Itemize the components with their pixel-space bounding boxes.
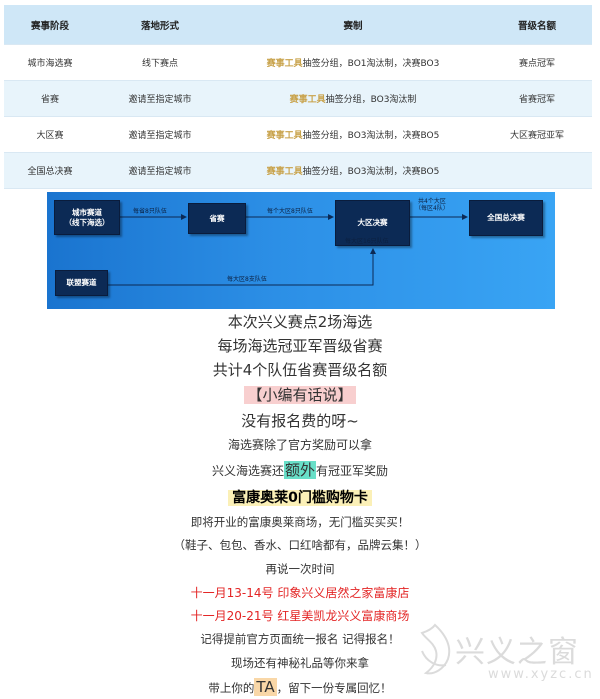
cell-stage: 全国总决赛 [27, 167, 73, 177]
text-line: 每场海选冠亚军晋级省赛 [217, 337, 383, 355]
cell-rule: 赛事工具抽签分组，BO1淘汰制，决赛BO3 [224, 56, 482, 69]
text-line: 没有报名费的呀~ [241, 412, 359, 430]
text-segment: ，留下一份专属回忆！ [276, 681, 392, 695]
watermark: 兴义之窗 www.xyzc.cn [410, 615, 600, 695]
edge-label-city-province: 每省8只队伍 [133, 208, 167, 215]
flow-arrows [108, 214, 468, 286]
schedule-line: 十一月20-21号 红星美凯龙兴义富康商场 [190, 609, 410, 623]
editor-note-heading: 【小编有话说】 [0, 384, 600, 405]
watermark-name: 兴义之窗 [455, 635, 579, 670]
node-league-label: 联盟赛道 [66, 278, 97, 288]
cell-promotion: 大区赛冠亚军 [509, 131, 564, 141]
competition-flow-diagram: 城市赛道 （线下海选） 省赛 大区决赛 全国总决赛 联盟赛道 每省8只队伍 每个… [47, 192, 555, 309]
schedule-line: 十一月13-14号 印象兴义居然之家富康店 [190, 586, 410, 600]
node-national: 全国总决赛 [469, 200, 543, 236]
edge-label-region-national-line1: 共4个大区 [418, 198, 446, 205]
text-line: 记得提前官方页面统一报名 记得报名！ [200, 632, 400, 646]
text-line: （鞋子、包包、香水、口红啥都有，品牌云集！） [173, 538, 427, 552]
editor-note-heading-text: 【小编有话说】 [244, 386, 356, 404]
text-line: 兴义海选赛还额外有冠亚军奖励 [0, 459, 600, 480]
table-row: 省赛 邀请至指定城市 赛事工具抽签分组，BO3淘汰制 省赛冠军 [4, 81, 592, 117]
highlight-extra: 额外 [283, 461, 316, 479]
table-row: 城市海选赛 线下赛点 赛事工具抽签分组，BO1淘汰制，决赛BO3 赛点冠军 [4, 45, 592, 81]
text-segment: 兴义海选赛还 [211, 464, 284, 478]
cell-format: 邀请至指定城市 [128, 131, 192, 141]
table-row: 全国总决赛 邀请至指定城市 赛事工具抽签分组，BO3淘汰制，决赛BO5 [4, 153, 592, 189]
arrow-league-region [108, 248, 376, 286]
rule-text: 抽签分组，BO1淘汰制，决赛BO3 [302, 59, 440, 69]
node-province: 省赛 [188, 203, 246, 234]
cell-format: 邀请至指定城市 [128, 167, 192, 177]
text-line: 共计4个队伍省赛晋级名额 [212, 361, 388, 379]
edge-label-league-region: 每大区8支队伍 [227, 276, 267, 283]
node-region: 大区决赛 [335, 200, 410, 246]
watermark-url: www.xyzc.cn [488, 667, 594, 682]
cell-stage: 大区赛 [36, 131, 64, 141]
cell-rule: 赛事工具抽签分组，BO3淘汰制，决赛BO5 [224, 128, 482, 141]
cell-rule: 赛事工具抽签分组，BO3淘汰制，决赛BO5 [224, 164, 482, 177]
headline-shopping-card-text: 富康奥莱0门槛购物卡 [228, 490, 372, 506]
cell-promotion: 赛点冠军 [518, 59, 555, 69]
text-line: 本次兴义赛点2场海选 [227, 313, 373, 331]
edge-label-region-16: 每大区16只队伍 [345, 238, 389, 245]
highlight-ta: TA [254, 678, 277, 696]
header-stage: 赛事阶段 [30, 20, 69, 32]
node-league: 联盟赛道 [55, 270, 108, 296]
text-line: 即将开业的富康奥莱商场，无门槛买买买！ [190, 515, 410, 529]
text-line: 现场还有神秘礼品等你来拿 [231, 656, 369, 670]
cell-rule: 赛事工具抽签分组，BO3淘汰制 [224, 92, 482, 105]
rule-highlight: 赛事工具 [289, 95, 326, 105]
rule-highlight: 赛事工具 [266, 59, 303, 69]
cell-stage: 城市海选赛 [27, 59, 73, 69]
cell-promotion: 省赛冠军 [518, 95, 555, 105]
node-city-title: 城市赛道 [72, 207, 102, 217]
text-segment: 带上你的 [208, 681, 255, 695]
edge-label-province-region: 每个大区8只队伍 [267, 208, 313, 215]
edge-label-region-national: 共4个大区 （每区4队） [415, 198, 449, 212]
table-row: 大区赛 邀请至指定城市 赛事工具抽签分组，BO3淘汰制，决赛BO5 大区赛冠亚军 [4, 117, 592, 153]
header-rule: 赛制 [343, 20, 363, 32]
rule-highlight: 赛事工具 [266, 167, 303, 177]
competition-table: 赛事阶段 落地形式 赛制 晋级名额 城市海选赛 线下赛点 赛事工具抽签分组，BO… [4, 5, 592, 190]
rule-text: 抽签分组，BO3淘汰制，决赛BO5 [302, 131, 440, 141]
cell-format: 线下赛点 [141, 59, 178, 69]
node-national-label: 全国总决赛 [487, 213, 525, 223]
text-line: 再说一次时间 [265, 562, 335, 576]
node-city-subtitle: （线下海选） [64, 217, 110, 227]
rule-text: 抽签分组，BO3淘汰制 [325, 95, 417, 105]
node-city: 城市赛道 （线下海选） [54, 200, 120, 235]
edge-label-region-national-line2: （每区4队） [415, 205, 449, 213]
cell-format: 邀请至指定城市 [128, 95, 192, 105]
rule-text: 抽签分组，BO3淘汰制，决赛BO5 [302, 167, 440, 177]
headline-shopping-card: 富康奥莱0门槛购物卡 [0, 487, 600, 507]
text-line: 海选赛除了官方奖励可以拿 [227, 438, 372, 452]
node-region-label: 大区决赛 [357, 218, 388, 228]
watermark-logo-icon [420, 623, 451, 675]
cell-stage: 省赛 [40, 95, 59, 105]
header-promotion: 晋级名额 [517, 20, 556, 32]
header-format: 落地形式 [140, 20, 179, 32]
node-province-label: 省赛 [209, 213, 225, 223]
text-segment: 有冠亚军奖励 [316, 464, 389, 478]
rule-highlight: 赛事工具 [266, 131, 303, 141]
table-header-row: 赛事阶段 落地形式 赛制 晋级名额 [4, 5, 592, 45]
